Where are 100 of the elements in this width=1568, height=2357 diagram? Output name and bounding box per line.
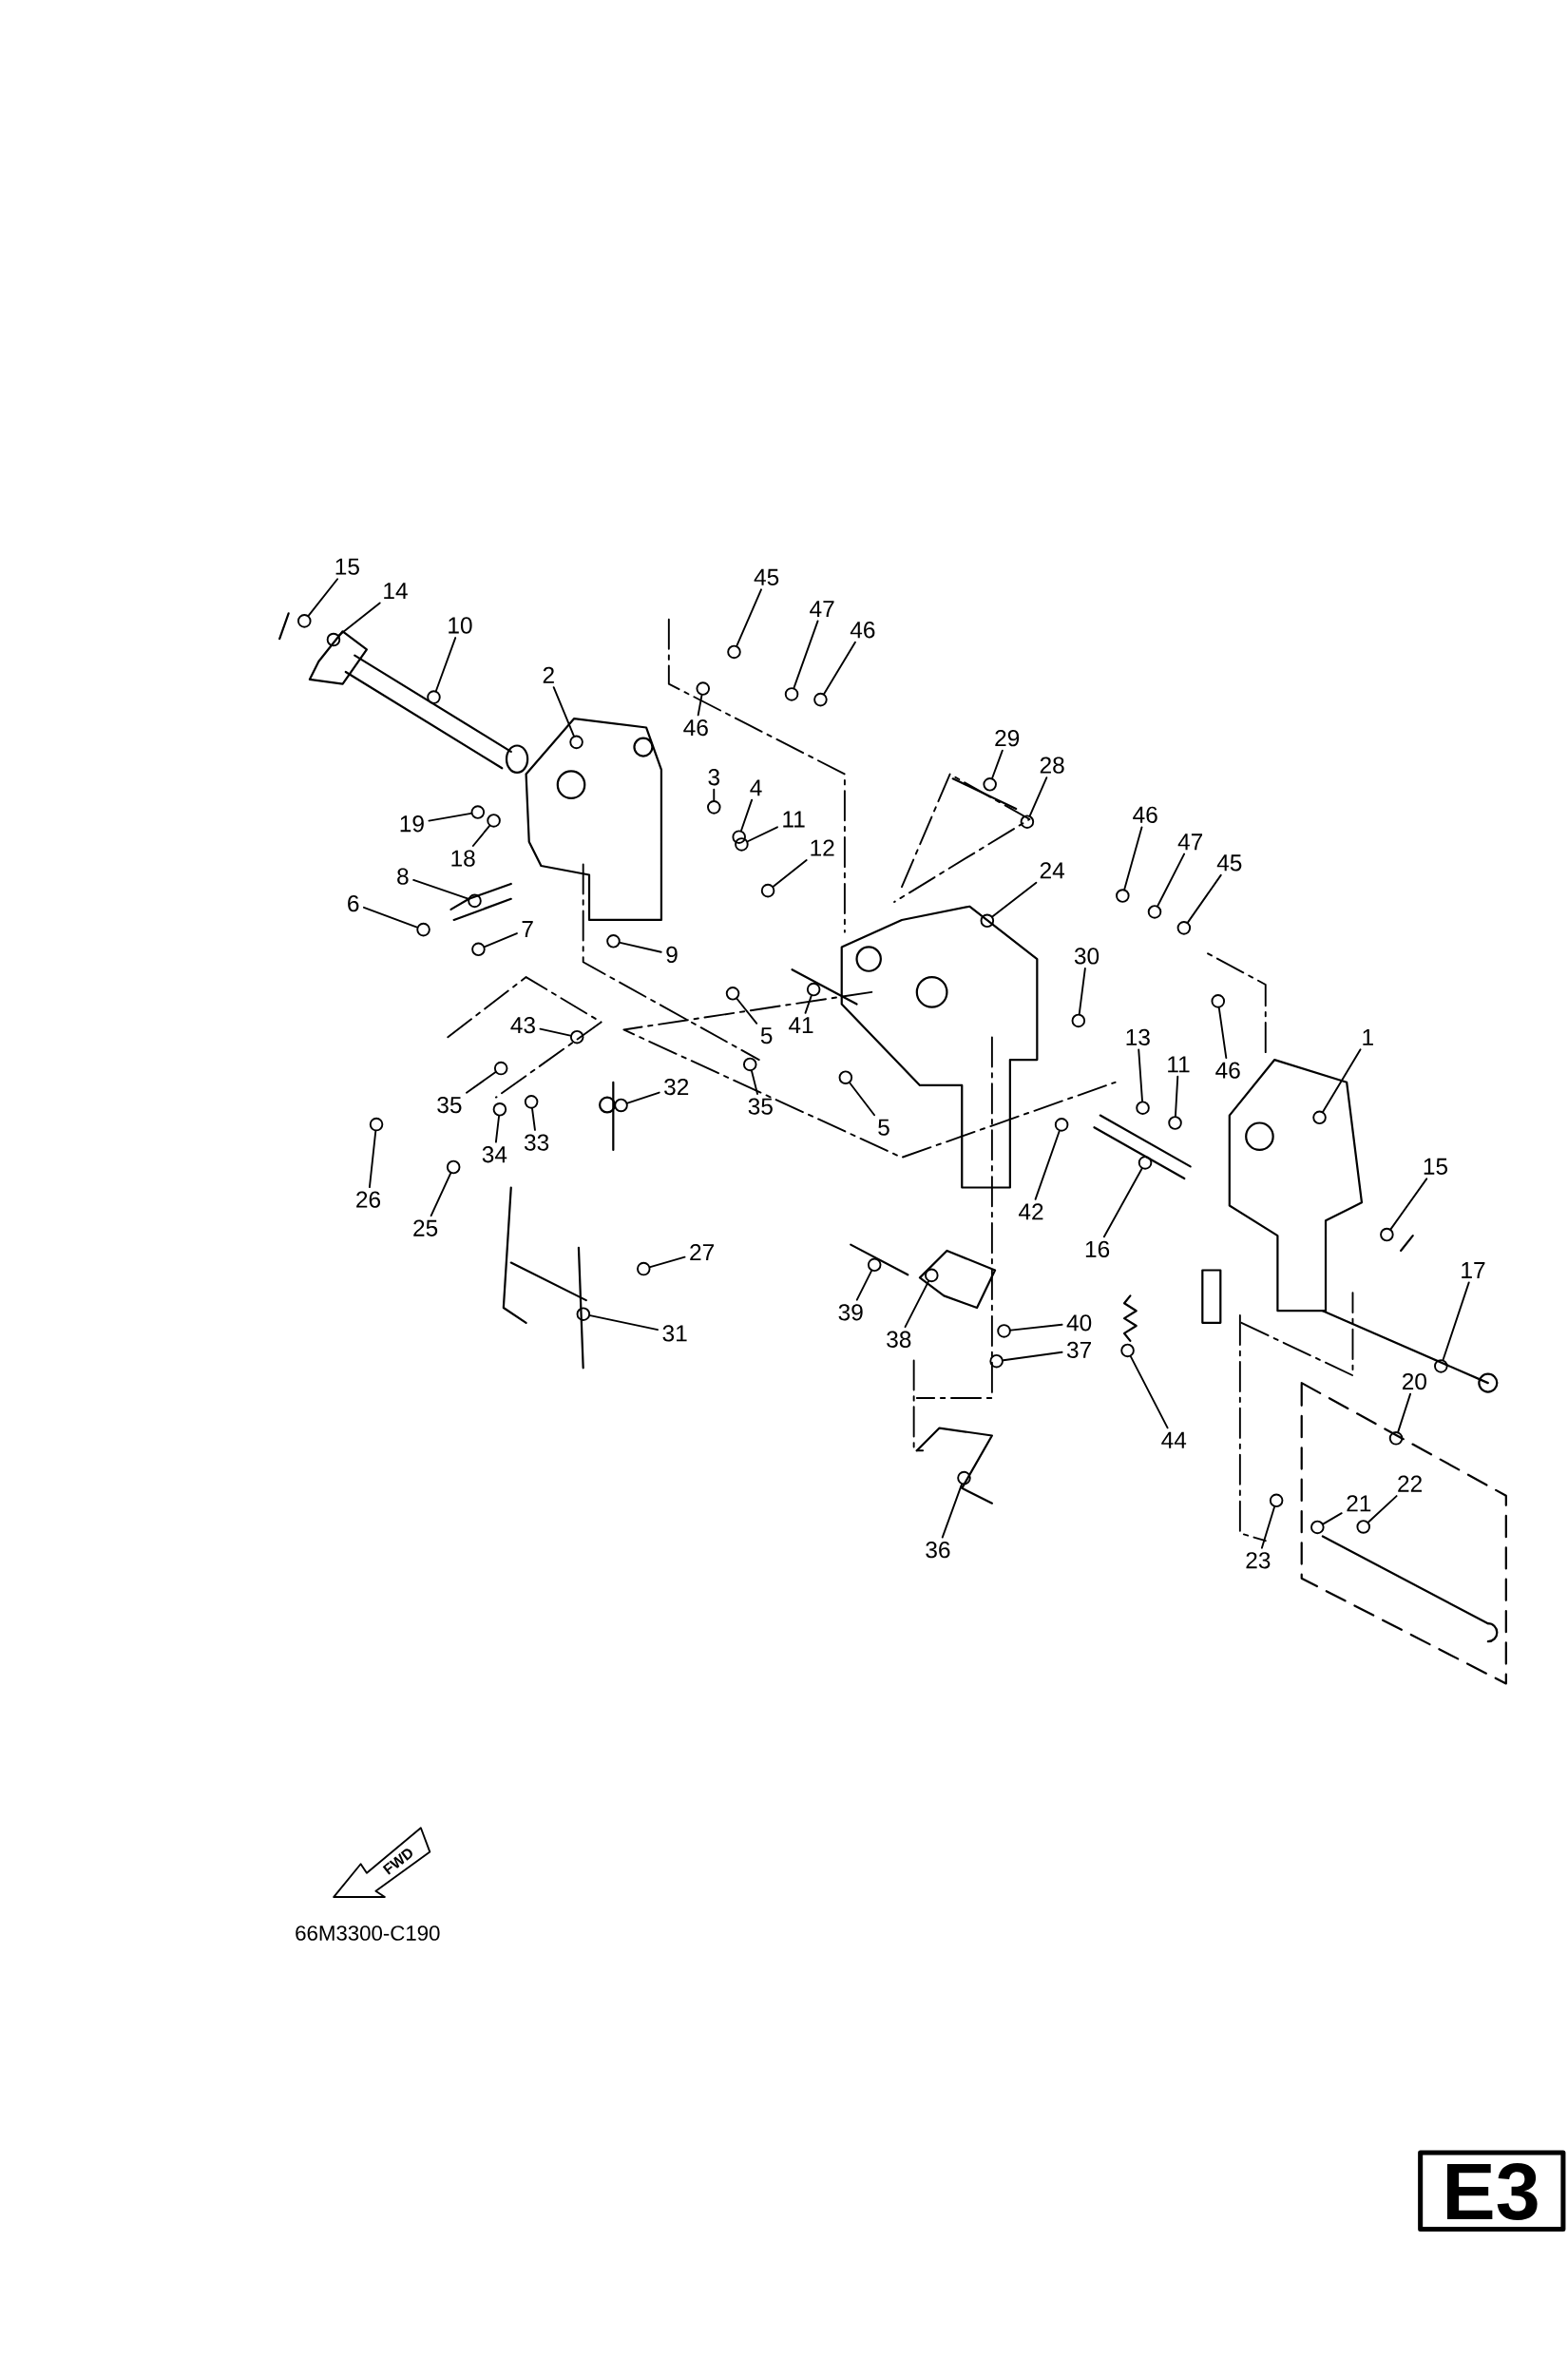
leader-line xyxy=(626,1091,660,1104)
callout-number: 41 xyxy=(789,1017,813,1034)
part-symbol xyxy=(326,632,341,647)
leader-line xyxy=(1123,826,1143,891)
callout-number: 42 xyxy=(1019,1203,1043,1220)
leader-line xyxy=(849,1082,876,1117)
part-symbol xyxy=(725,987,740,1001)
leader-line xyxy=(531,1107,537,1131)
callout-number: 11 xyxy=(1168,1056,1190,1073)
leader-line xyxy=(1079,968,1086,1015)
part-symbol xyxy=(1380,1227,1394,1242)
leader-line xyxy=(991,881,1038,918)
part-symbol xyxy=(606,934,621,949)
leader-line xyxy=(1029,776,1048,816)
callout-number: 22 xyxy=(1398,1475,1423,1492)
leader-line xyxy=(1103,1167,1143,1238)
part-symbol xyxy=(470,805,486,819)
leader-line xyxy=(793,620,819,689)
leader-line xyxy=(1010,1323,1063,1332)
callout-number: 8 xyxy=(397,868,409,885)
part-symbol xyxy=(1116,889,1130,903)
part-symbol xyxy=(1071,1013,1086,1028)
part-symbol xyxy=(868,1257,882,1273)
part-symbol xyxy=(1211,994,1226,1008)
leader-line xyxy=(1261,1505,1276,1549)
part-symbol xyxy=(807,982,821,997)
callout-number: 21 xyxy=(1347,1495,1371,1512)
part-symbol xyxy=(784,687,799,701)
leader-line xyxy=(1138,1048,1144,1102)
part-code: 66M3300-C190 xyxy=(296,1926,440,1941)
callout-number: 20 xyxy=(1403,1372,1427,1390)
leader-line xyxy=(941,1483,964,1539)
callout-number: 35 xyxy=(437,1096,462,1114)
part-symbol xyxy=(369,1117,384,1132)
leader-line xyxy=(363,906,418,929)
callout-number: 46 xyxy=(1215,1062,1240,1079)
part-symbol xyxy=(813,692,828,707)
part-symbol xyxy=(1356,1520,1371,1534)
leader-line xyxy=(495,1115,501,1143)
part-symbol xyxy=(727,644,741,660)
part-symbol xyxy=(997,1324,1011,1338)
leader-line xyxy=(736,588,763,647)
part-symbol xyxy=(1020,814,1035,829)
part-symbol xyxy=(925,1268,939,1283)
leader-line xyxy=(435,637,457,692)
part-symbol xyxy=(743,1057,757,1072)
callout-number: 46 xyxy=(683,719,708,737)
leader-line xyxy=(713,788,716,802)
callout-number: 29 xyxy=(995,729,1020,747)
leader-line xyxy=(552,686,575,738)
callout-number: 7 xyxy=(522,921,533,937)
part-symbol xyxy=(471,942,486,957)
callout-number: 35 xyxy=(748,1098,774,1115)
leader-line xyxy=(1389,1178,1428,1231)
leader-line xyxy=(484,932,519,948)
leader-line xyxy=(1175,1075,1179,1118)
callout-number: 31 xyxy=(662,1325,687,1342)
leader-line xyxy=(428,812,472,822)
callout-number: 12 xyxy=(811,839,834,856)
part-symbol xyxy=(1147,905,1162,919)
part-symbol xyxy=(468,893,482,909)
callout-number: 47 xyxy=(1177,834,1203,851)
callout-number: 11 xyxy=(783,811,805,828)
part-symbol xyxy=(1310,1520,1325,1535)
callout-number: 45 xyxy=(1216,854,1242,872)
part-symbol xyxy=(707,800,721,814)
leader-line xyxy=(466,1071,497,1094)
part-symbol xyxy=(525,1095,539,1109)
callout-number: 10 xyxy=(449,617,472,634)
callout-number: 17 xyxy=(1462,1262,1485,1278)
callout-number: 24 xyxy=(1040,862,1065,879)
part-symbol xyxy=(983,777,998,792)
part-symbol xyxy=(570,1029,584,1044)
leader-line xyxy=(773,859,808,888)
leader-line xyxy=(1157,853,1186,907)
leader-line xyxy=(1130,1355,1169,1429)
leader-line xyxy=(1322,1048,1362,1113)
part-symbol xyxy=(487,814,502,828)
callout-number: 4 xyxy=(750,779,762,796)
leader-line xyxy=(991,749,1004,779)
part-symbol xyxy=(1136,1101,1150,1115)
callout-number: 36 xyxy=(926,1542,950,1559)
part-symbol xyxy=(1055,1118,1069,1132)
leader-line xyxy=(1442,1281,1470,1361)
callout-number: 9 xyxy=(666,946,678,963)
part-symbol xyxy=(735,837,749,852)
leader-line xyxy=(904,1280,930,1329)
callout-number: 30 xyxy=(1075,948,1100,965)
callout-number: 39 xyxy=(838,1304,863,1321)
callout-number: 14 xyxy=(384,583,408,599)
part-symbol xyxy=(1434,1359,1448,1373)
leader-line xyxy=(1397,1392,1412,1433)
leader-line xyxy=(1367,1495,1398,1523)
leader-line xyxy=(736,998,758,1025)
leader-line xyxy=(747,826,779,843)
callout-number: 40 xyxy=(1066,1314,1092,1332)
leader-line xyxy=(1034,1130,1061,1200)
leader-line xyxy=(472,825,491,847)
section-badge: E3 xyxy=(1418,2150,1566,2232)
callout-number: 47 xyxy=(810,601,834,617)
